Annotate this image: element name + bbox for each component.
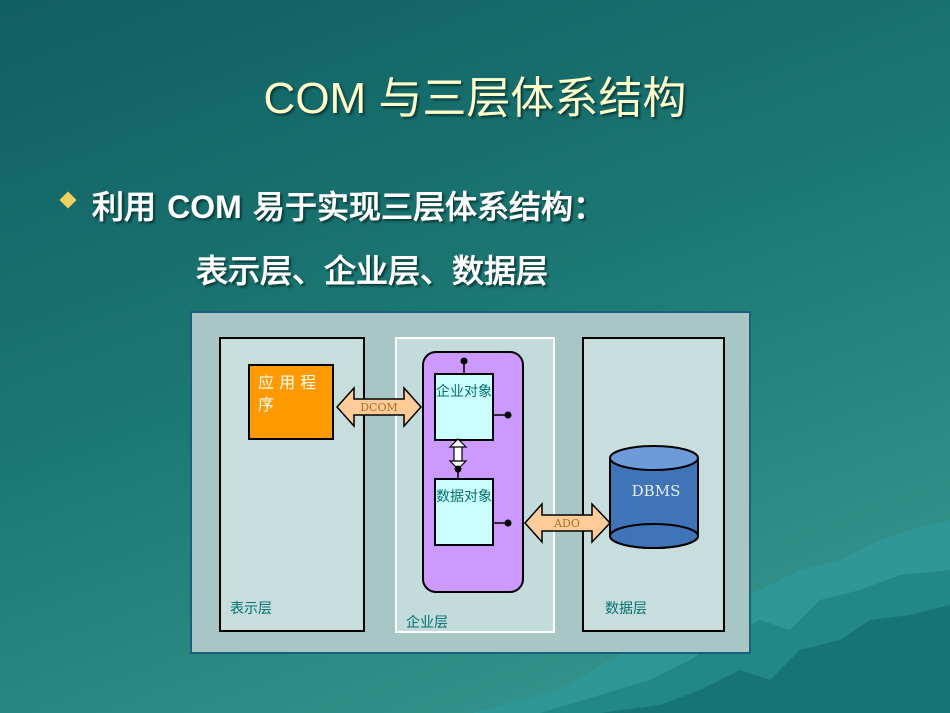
bullet-suffix: 易于实现三层体系结构： <box>242 188 605 226</box>
enterprise-right-interface-icon <box>505 412 512 419</box>
slide-title: COM 与三层体系结构 <box>0 62 950 126</box>
dcom-label: DCOM <box>354 401 404 414</box>
bullet-em: COM <box>167 189 242 225</box>
object-link-arrow <box>450 439 466 478</box>
data-right-interface-icon <box>505 520 512 527</box>
bullet-prefix: 利用 <box>92 188 167 226</box>
enterprise-top-interface-icon <box>461 358 468 365</box>
dbms-label: DBMS <box>610 482 702 500</box>
bullet-text: 利用 COM 易于实现三层体系结构： <box>92 182 605 228</box>
bullet-subtext: 表示层、企业层、数据层 <box>196 246 548 292</box>
three-tier-diagram: 应 用 程 序 表示层 企业层 数据层 企业对象 数据对象 <box>190 311 751 654</box>
ado-label: ADO <box>542 517 592 530</box>
